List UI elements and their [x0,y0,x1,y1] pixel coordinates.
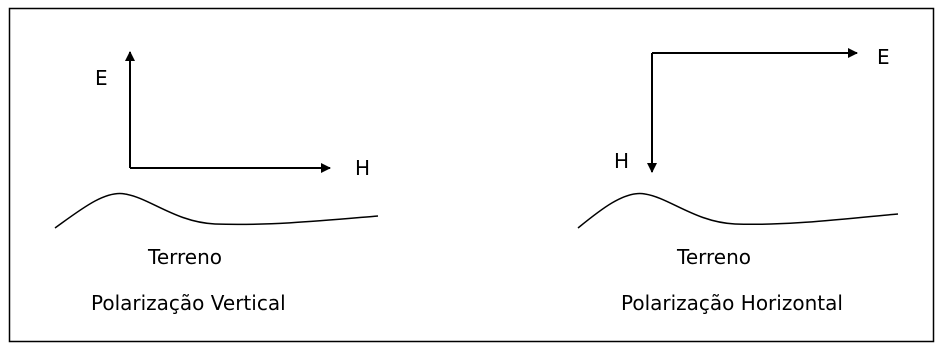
vertical-polarization-panel: E H Terreno Polarização Vertical [54,51,379,315]
e-label: E [877,45,890,69]
terrain-curve [577,192,899,229]
terrain-label: Terreno [147,245,222,269]
h-label: H [355,156,370,180]
e-label: E [95,66,108,90]
horizontal-polarization-panel: E H Terreno Polarização Horizontal [577,45,899,315]
diagram-border [8,7,935,343]
horizontal-polarization-caption: Polarização Horizontal [621,291,843,315]
vertical-polarization-caption: Polarização Vertical [91,291,286,315]
terrain-label: Terreno [676,245,751,269]
h-label: H [614,149,629,173]
terrain-curve [54,192,379,229]
